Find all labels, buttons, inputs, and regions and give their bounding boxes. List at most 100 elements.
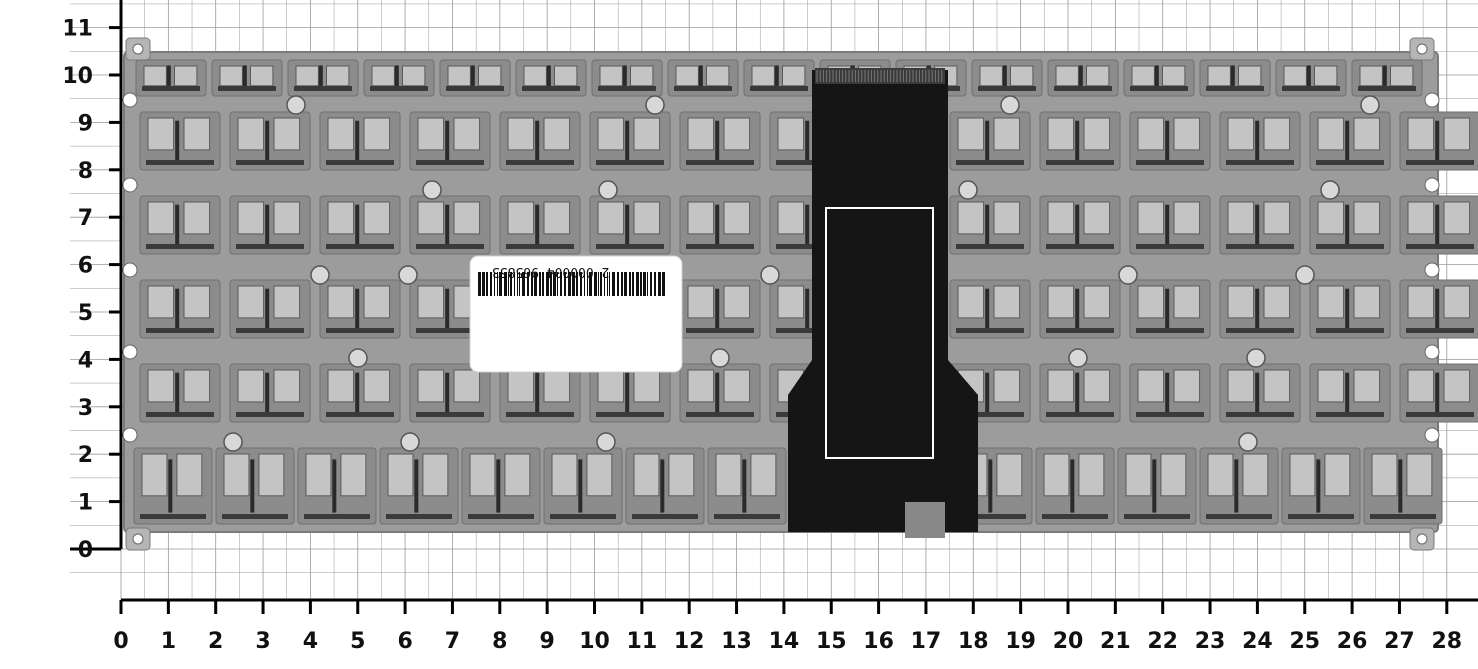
screw-hole	[1416, 533, 1428, 545]
x-tick-label: 3	[255, 629, 270, 654]
key-socket	[679, 363, 761, 423]
y-tick-label: 4	[78, 348, 93, 373]
mounting-hole	[598, 180, 618, 200]
screw-hole	[1416, 43, 1428, 55]
key-socket	[591, 59, 663, 97]
key-socket	[379, 447, 459, 525]
mounting-hole	[286, 95, 306, 115]
key-socket	[1129, 111, 1211, 171]
mounting-hole	[710, 348, 730, 368]
x-tick-label: 17	[911, 629, 942, 654]
key-socket	[667, 59, 739, 97]
key-socket	[1047, 59, 1119, 97]
mounting-hole	[596, 432, 616, 452]
key-socket	[1351, 59, 1423, 97]
x-tick-label: 7	[445, 629, 460, 654]
key-socket	[1309, 363, 1391, 423]
edge-hole	[1424, 177, 1440, 193]
mounting-hole	[958, 180, 978, 200]
key-socket	[1123, 59, 1195, 97]
x-tick-label: 15	[816, 629, 847, 654]
key-socket	[1219, 195, 1301, 255]
key-socket	[1117, 447, 1197, 525]
key-socket	[1129, 195, 1211, 255]
key-socket	[679, 279, 761, 339]
key-socket	[1039, 195, 1121, 255]
mounting-hole	[223, 432, 243, 452]
x-tick-label: 24	[1242, 629, 1273, 654]
y-tick-label: 8	[78, 159, 93, 184]
x-tick-label: 25	[1289, 629, 1320, 654]
x-tick-label: 10	[579, 629, 610, 654]
screw-hole	[132, 43, 144, 55]
key-socket	[363, 59, 435, 97]
key-socket	[949, 195, 1031, 255]
key-socket	[409, 111, 491, 171]
edge-hole	[122, 344, 138, 360]
key-socket	[1039, 363, 1121, 423]
x-tick-label: 18	[958, 629, 989, 654]
edge-hole	[122, 177, 138, 193]
key-socket	[1129, 363, 1211, 423]
mounting-hole	[1295, 265, 1315, 285]
keyboard-back-plate	[122, 37, 1478, 551]
x-tick-label: 21	[1100, 629, 1131, 654]
mounting-hole	[422, 180, 442, 200]
key-socket	[1309, 195, 1391, 255]
x-tick-label: 12	[674, 629, 705, 654]
edge-hole	[1424, 262, 1440, 278]
mounting-hole	[398, 265, 418, 285]
edge-hole	[122, 262, 138, 278]
y-tick-label: 3	[78, 396, 93, 421]
x-tick-label: 0	[113, 629, 128, 654]
key-socket	[1399, 363, 1478, 423]
y-tick-label: 0	[78, 538, 93, 563]
key-socket	[461, 447, 541, 525]
key-socket	[319, 195, 401, 255]
edge-hole	[122, 427, 138, 443]
x-tick-label: 14	[769, 629, 800, 654]
x-tick-label: 26	[1337, 629, 1368, 654]
key-socket	[499, 195, 581, 255]
key-socket	[1199, 59, 1271, 97]
mounting-hole	[1238, 432, 1258, 452]
edge-hole	[1424, 344, 1440, 360]
y-tick-label: 1	[78, 491, 93, 516]
key-socket	[1219, 279, 1301, 339]
key-socket	[229, 195, 311, 255]
key-socket	[215, 447, 295, 525]
key-socket	[139, 195, 221, 255]
key-socket	[743, 59, 815, 97]
mounting-hole	[1000, 95, 1020, 115]
ribbon-outline-box	[825, 207, 934, 459]
mounting-hole	[1118, 265, 1138, 285]
x-tick-label: 16	[863, 629, 894, 654]
screw-hole	[132, 533, 144, 545]
mounting-hole	[1068, 348, 1088, 368]
x-tick-label: 6	[397, 629, 412, 654]
key-socket	[1281, 447, 1361, 525]
key-socket	[135, 59, 207, 97]
key-socket	[589, 195, 671, 255]
barcode-sticker: 2 000004 965853	[469, 255, 683, 373]
x-tick-label: 19	[1005, 629, 1036, 654]
key-socket	[1399, 279, 1478, 339]
key-socket	[1199, 447, 1279, 525]
key-socket	[1275, 59, 1347, 97]
key-socket	[229, 363, 311, 423]
key-socket	[1039, 111, 1121, 171]
key-socket	[409, 363, 491, 423]
x-tick-label: 11	[627, 629, 658, 654]
key-socket	[139, 279, 221, 339]
x-tick-label: 27	[1384, 629, 1415, 654]
key-socket	[949, 279, 1031, 339]
edge-hole	[1424, 427, 1440, 443]
key-socket	[499, 363, 581, 423]
mounting-hole	[310, 265, 330, 285]
key-socket	[439, 59, 511, 97]
key-socket	[543, 447, 623, 525]
key-socket	[229, 279, 311, 339]
key-socket	[1363, 447, 1443, 525]
